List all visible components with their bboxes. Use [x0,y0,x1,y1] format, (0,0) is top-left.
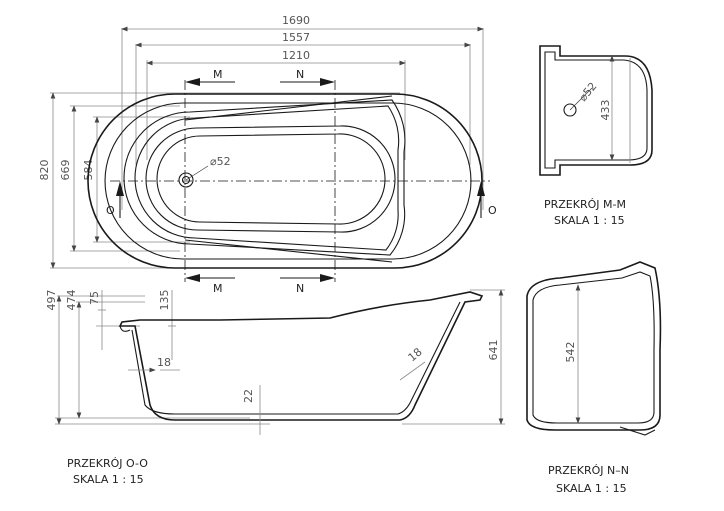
dim-474: 474 [65,290,82,419]
tub-profile-mm [539,45,653,176]
tub-outline-top [87,93,483,269]
svg-text:474: 474 [65,290,78,311]
section-marker-m-bottom: M [185,274,235,295]
svg-text:M: M [213,282,223,295]
dim-542: 542 [564,284,581,424]
caption-nn: PRZEKRÓJ N–N SKALA 1 : 15 [548,464,629,495]
caption-oo: PRZEKRÓJ O-O SKALA 1 : 15 [67,457,148,486]
dim-75: 75 [88,290,106,350]
dim-1557-label: 1557 [282,31,310,44]
section-marker-n-bottom: N [280,274,335,295]
svg-text:22: 22 [242,389,255,403]
dim-433: 433 [599,55,615,161]
svg-text:PRZEKRÓJ N–N: PRZEKRÓJ N–N [548,464,629,477]
dim-669-label: 669 [59,160,72,181]
svg-text:18: 18 [157,356,171,369]
svg-text:18: 18 [406,345,425,364]
section-marker-n-top: N [280,68,335,86]
dim-497: 497 [45,290,62,425]
svg-text:135: 135 [158,290,171,311]
tub-profile-nn [526,261,662,431]
tub-profile-oo [118,291,484,421]
svg-text:O: O [488,204,497,217]
floor-thickness: 22 [242,385,261,435]
section-nn: 542 PRZEKRÓJ N–N SKALA 1 : 15 [526,261,662,495]
dim-1210-label: 1210 [282,49,310,62]
section-oo: 497 474 75 135 641 [45,289,505,486]
section-mm: ⌀52 433 PRZEKRÓJ M-M SKALA 1 : 15 [539,45,653,227]
dim-135: 135 [158,290,176,360]
caption-mm: PRZEKRÓJ M-M SKALA 1 : 15 [544,198,626,227]
svg-text:641: 641 [487,340,500,361]
svg-text:433: 433 [599,100,612,121]
svg-text:75: 75 [88,291,101,305]
dim-641: 641 [402,289,505,425]
svg-text:PRZEKRÓJ O-O: PRZEKRÓJ O-O [67,457,148,470]
svg-text:M: M [213,68,223,81]
svg-text:SKALA 1 : 15: SKALA 1 : 15 [554,214,625,227]
dim-669: 669 [59,105,180,252]
dim-1690: 1690 [121,14,484,210]
svg-text:PRZEKRÓJ M-M: PRZEKRÓJ M-M [544,198,626,211]
drain-icon [178,165,209,188]
dim-820-label: 820 [38,160,51,181]
svg-text:SKALA 1 : 15: SKALA 1 : 15 [73,473,144,486]
svg-text:497: 497 [45,290,58,311]
dim-1690-label: 1690 [282,14,310,27]
svg-text:O: O [106,204,115,217]
svg-text:N: N [296,282,304,295]
svg-text:SKALA 1 : 15: SKALA 1 : 15 [556,482,627,495]
dim-1557: 1557 [135,31,471,165]
wall-thickness-b: 18 [399,345,426,381]
drain-icon-mm [563,87,593,117]
section-marker-m-top: M [185,68,235,86]
drain-size-top: ⌀52 [210,155,231,168]
top-view: 1690 1557 1210 820 669 [38,14,497,295]
dim-1210: 1210 [146,49,406,160]
svg-text:542: 542 [564,342,577,363]
wall-thickness-a: 18 [128,356,180,373]
svg-text:N: N [296,68,304,81]
section-marker-o-left: O [106,181,124,218]
section-marker-o-right: O [477,181,497,218]
